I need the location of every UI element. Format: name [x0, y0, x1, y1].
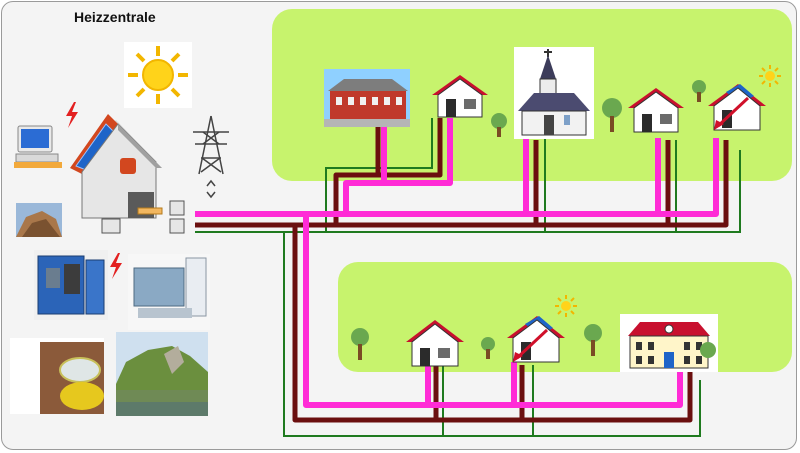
tree-icon	[351, 328, 369, 360]
solar-house-icon	[507, 316, 565, 363]
supply-pipe	[343, 118, 453, 214]
chp-unit-photo	[34, 250, 108, 320]
diagram-title: Heizzentrale	[74, 9, 156, 25]
solar-house-icon	[708, 84, 766, 131]
church-icon	[514, 47, 594, 139]
sun-icon	[555, 295, 577, 317]
tree-icon	[692, 80, 706, 102]
storage-tank-photo	[10, 338, 104, 414]
thin-pipe	[283, 232, 701, 437]
lightning-icon	[66, 102, 78, 128]
sun-icon	[759, 65, 781, 87]
town-hall-icon	[620, 314, 718, 372]
sun-icon	[124, 42, 192, 108]
lightning-icon	[110, 253, 122, 279]
tree-icon	[584, 324, 602, 356]
power-pylon-icon	[193, 115, 229, 199]
computer-icon	[14, 125, 62, 168]
heating-control-unit	[101, 200, 185, 234]
return-pipe	[333, 118, 443, 225]
tree-icon	[491, 113, 507, 137]
heat-pump-photo	[128, 254, 210, 330]
supply-pipe	[303, 214, 683, 408]
tree-icon	[481, 337, 495, 359]
house-icon	[628, 88, 684, 133]
school-building-icon	[324, 69, 410, 127]
thin-pipe	[195, 150, 741, 233]
supply-pipe	[195, 138, 719, 217]
return-pipe	[292, 225, 693, 423]
solar-roof-house-icon	[70, 114, 162, 219]
return-pipe	[195, 140, 729, 228]
landscape-photo	[116, 332, 208, 416]
house-icon	[432, 75, 488, 118]
tree-icon	[602, 98, 622, 132]
house-icon	[406, 320, 464, 367]
wood-chips-photo	[16, 203, 62, 237]
